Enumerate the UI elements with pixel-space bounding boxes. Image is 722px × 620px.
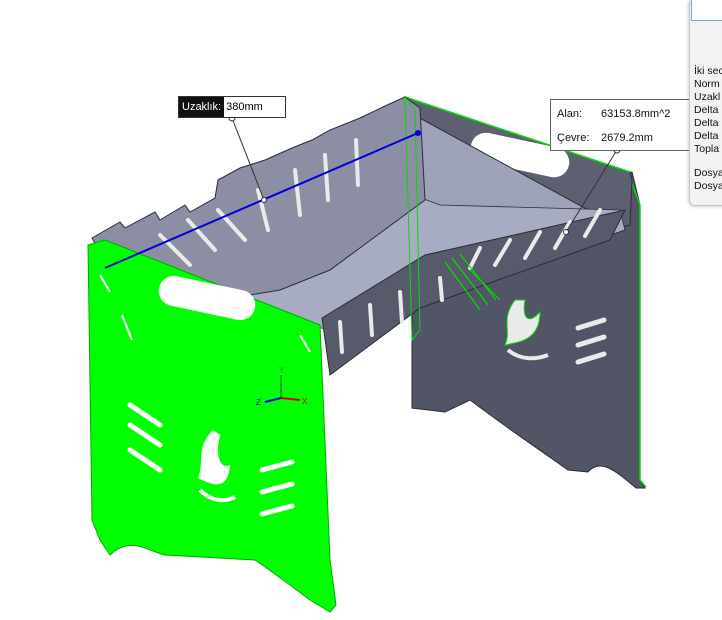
result-line: Norm: [694, 78, 720, 90]
area-row: Alan: 63153.8mm^2: [551, 103, 709, 125]
result-line: Delta: [694, 130, 719, 142]
face-measure-callout[interactable]: Alan: 63153.8mm^2 Çevre: 2679.2mm: [550, 99, 710, 151]
file-line: Dosya: [694, 167, 722, 179]
left-end-panel-selected[interactable]: [87, 239, 337, 613]
distance-callout[interactable]: Uzaklık: 380mm: [178, 96, 286, 118]
svg-text:X: X: [302, 397, 308, 406]
area-value: 63153.8mm^2: [601, 108, 671, 120]
measure-results-text: İki sec Norm Uzakl Delta Delta Delta Top…: [694, 65, 722, 193]
distance-value: 380mm: [224, 97, 285, 117]
perimeter-label: Çevre:: [557, 132, 590, 144]
distance-label: Uzaklık:: [179, 97, 225, 117]
front-lower-rail[interactable]: [321, 208, 626, 376]
result-line: Delta: [694, 104, 719, 116]
perimeter-row: Çevre: 2679.2mm: [551, 127, 709, 149]
perimeter-value: 2679.2mm: [601, 132, 653, 144]
file-line: Dosya: [694, 180, 722, 192]
front-long-side[interactable]: [91, 96, 426, 301]
result-line: Uzakl: [694, 91, 721, 103]
svg-text:Z: Z: [256, 398, 261, 407]
measure-selection-field[interactable]: [691, 0, 722, 21]
result-line: Topla: [694, 143, 720, 155]
result-line: İki sec: [694, 65, 722, 77]
result-line: Delta: [694, 117, 719, 129]
measure-results-panel[interactable]: İki sec Norm Uzakl Delta Delta Delta Top…: [689, 0, 722, 206]
svg-text:Y: Y: [279, 366, 285, 375]
area-label: Alan:: [557, 108, 583, 120]
coordinate-triad-icon: Y X Z: [256, 366, 308, 407]
